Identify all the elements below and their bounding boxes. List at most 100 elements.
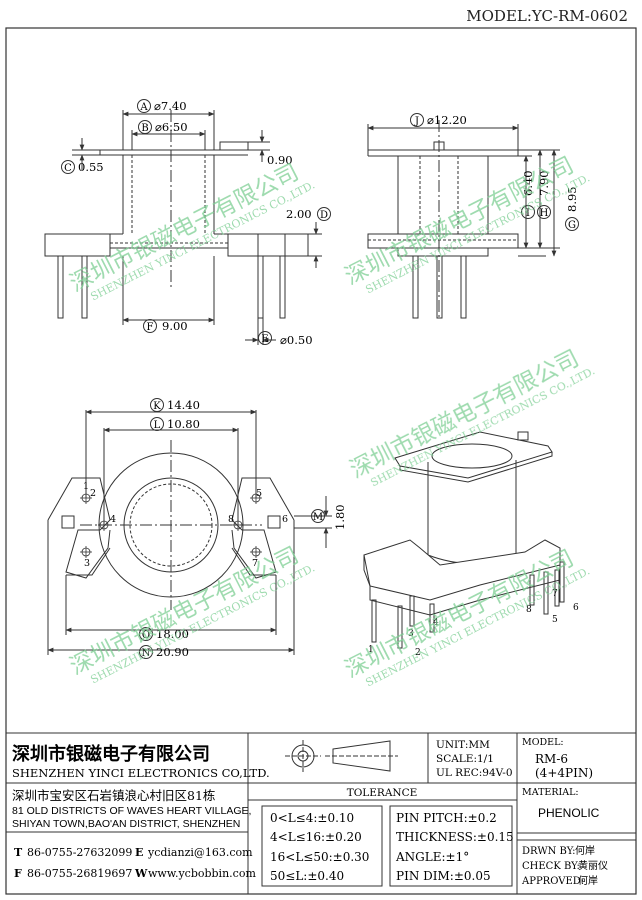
svg-text:深圳市银磁电子有限公司: 深圳市银磁电子有限公司: [341, 152, 578, 290]
tolerance-title: TOLERANCE: [347, 787, 418, 799]
dim-J: J ⌀12.20: [410, 113, 467, 127]
svg-text:8.95: 8.95: [565, 186, 579, 212]
svg-text:D: D: [320, 210, 328, 221]
svg-text:1.80: 1.80: [333, 504, 347, 530]
signoff: DRWN BY: 何岸 CHECK BY: 黄丽仪 APPROVED: 何岸: [521, 844, 608, 887]
pin-label-5: 5: [256, 488, 262, 499]
pin-label-4: 4: [110, 514, 116, 525]
svg-text:H: H: [540, 208, 549, 219]
svg-text:E: E: [261, 334, 268, 345]
dim-E: E ⌀0.50: [258, 331, 313, 347]
model-box: MODEL: RM-6 (4+4PIN): [522, 737, 593, 780]
svg-text:M: M: [313, 512, 323, 523]
svg-text:A: A: [139, 102, 148, 113]
svg-text:6.40: 6.40: [521, 170, 535, 196]
address-cn: 深圳市宝安区石岩镇浪心村旧区81栋: [12, 788, 215, 803]
svg-text:PIN DIM:±0.05: PIN DIM:±0.05: [396, 869, 491, 883]
dim-L: L 10.80: [150, 417, 200, 431]
dim-H: 7.90 H: [537, 170, 551, 219]
svg-text:0<L≤4:±0.10: 0<L≤4:±0.10: [270, 811, 354, 825]
svg-text:ANGLE:±1°: ANGLE:±1°: [395, 850, 469, 864]
svg-text:20.90: 20.90: [156, 645, 189, 659]
company-name-en: SHENZHEN YINCI ELECTRONICS CO,LTD.: [12, 766, 270, 780]
web-key: W: [134, 867, 148, 880]
svg-text:4<L≤16:±0.20: 4<L≤16:±0.20: [270, 830, 362, 844]
pin-label-6: 6: [282, 514, 288, 525]
isometric-pin-numbers: 1 2 3 4 5 6 7 8: [368, 589, 579, 658]
svg-text:N: N: [142, 648, 151, 659]
fax-key: F: [14, 867, 22, 880]
email-key: E: [135, 846, 143, 859]
svg-text:10.80: 10.80: [167, 417, 200, 431]
dim-I: 6.40 I: [521, 170, 535, 219]
tel: 86-0755-27632099: [27, 846, 132, 859]
svg-text:7.90: 7.90: [537, 170, 551, 196]
top-view: [47, 409, 332, 655]
iso-pin-3: 3: [408, 629, 414, 639]
svg-text:G: G: [568, 220, 576, 231]
svg-text:O: O: [142, 630, 150, 641]
svg-text:黄丽仪: 黄丽仪: [578, 859, 608, 872]
unit-info: UNIT:MM SCALE:1/1 UL REC:94V-0: [436, 739, 513, 779]
iso-pin-4: 4: [433, 618, 439, 628]
svg-text:DRWN BY:: DRWN BY:: [522, 846, 575, 857]
svg-text:深圳市银磁电子有限公司: 深圳市银磁电子有限公司: [66, 542, 303, 680]
dim-G: 8.95 G: [565, 186, 579, 231]
web: www.ycbobbin.com: [148, 867, 256, 880]
front-view: [44, 110, 322, 345]
svg-text:50≤L:±0.40: 50≤L:±0.40: [270, 869, 344, 883]
svg-text:J: J: [414, 116, 419, 127]
svg-text:14.40: 14.40: [167, 398, 200, 412]
svg-text:2.00: 2.00: [286, 207, 312, 221]
top-view-pin-numbers: 1 2 3 4 5 6 7 8: [83, 481, 288, 569]
iso-pin-6: 6: [573, 603, 579, 613]
material-box: MATERIAL: PHENOLIC: [522, 787, 600, 820]
svg-text:何岸: 何岸: [575, 844, 595, 857]
fax: 86-0755-26819697: [27, 867, 132, 880]
dim-N: N 20.90: [139, 645, 189, 659]
address-en-1: 81 OLD DISTRICTS OF WAVES HEART VILLAGE,: [12, 805, 251, 817]
svg-text:SCALE:1/1: SCALE:1/1: [436, 753, 494, 765]
pin-label-2: 2: [90, 488, 96, 499]
svg-text:18.00: 18.00: [156, 627, 189, 641]
dim-O: O 18.00: [139, 627, 189, 641]
tel-key: T: [14, 846, 23, 859]
title-block: [5, 732, 637, 895]
watermark: 深圳市银磁电子有限公司 SHENZHEN YINCI ELECTRONICS C…: [66, 152, 597, 689]
pin-label-8: 8: [228, 514, 234, 525]
dim-K: K 14.40: [150, 398, 200, 412]
svg-text:⌀6.50: ⌀6.50: [155, 120, 188, 134]
iso-pin-2: 2: [415, 648, 421, 658]
isometric-view: [363, 431, 565, 649]
svg-text:16<L≤50:±0.30: 16<L≤50:±0.30: [270, 850, 369, 864]
svg-text:UNIT:MM: UNIT:MM: [436, 739, 490, 751]
contact-info: T 86-0755-27632099 E ycdianzi@163.com F …: [14, 846, 256, 880]
svg-text:何岸: 何岸: [578, 874, 598, 887]
pin-label-7: 7: [252, 558, 258, 569]
svg-text:CHECK BY:: CHECK BY:: [522, 861, 580, 872]
dim-D: 2.00 D: [286, 207, 331, 221]
dim-A: A ⌀7.40: [137, 99, 187, 113]
svg-text:MODEL:: MODEL:: [522, 737, 564, 748]
svg-text:MATERIAL:: MATERIAL:: [522, 787, 579, 798]
iso-pin-7: 7: [552, 589, 558, 599]
svg-text:B: B: [141, 123, 148, 134]
svg-text:SHENZHEN YINCI ELECTRONICS CO.: SHENZHEN YINCI ELECTRONICS CO.,LTD.: [88, 561, 317, 686]
email: ycdianzi@163.com: [147, 846, 253, 859]
dim-M: M 1.80: [311, 504, 347, 530]
svg-text:L: L: [154, 420, 161, 431]
svg-text:9.00: 9.00: [162, 319, 188, 333]
svg-text:APPROVED:: APPROVED:: [521, 876, 584, 887]
svg-text:F: F: [147, 322, 154, 333]
svg-text:C: C: [64, 163, 72, 174]
iso-pin-5: 5: [552, 615, 558, 625]
address-en-2: SHIYAN TOWN,BAO'AN DISTRICT, SHENZHEN: [12, 818, 240, 830]
svg-text:I: I: [526, 208, 530, 219]
svg-text:0.55: 0.55: [78, 160, 104, 174]
svg-text:⌀0.50: ⌀0.50: [280, 333, 313, 347]
pin-label-1: 1: [83, 481, 89, 492]
svg-text:K: K: [153, 401, 161, 412]
svg-text:⌀7.40: ⌀7.40: [154, 99, 187, 113]
svg-text:PHENOLIC: PHENOLIC: [538, 806, 600, 820]
